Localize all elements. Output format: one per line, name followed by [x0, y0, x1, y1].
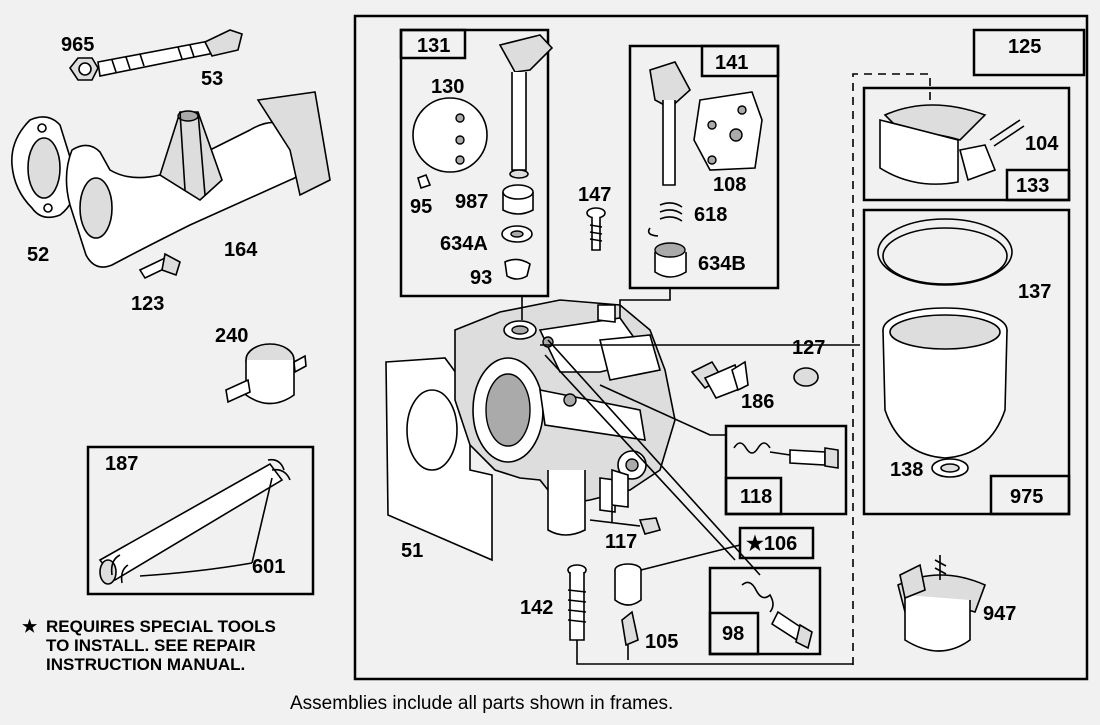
label-123: 123: [131, 293, 164, 315]
label-93: 93: [470, 267, 492, 289]
label-127: 127: [792, 337, 825, 359]
label-987: 987: [455, 191, 488, 213]
label-186: 186: [741, 391, 774, 413]
frame-label-133: 133: [1016, 175, 1049, 197]
frame-133: [862, 86, 1071, 202]
frame-133-tab: [1005, 168, 1071, 202]
frame-141-tab: [700, 44, 780, 78]
frame-187: [86, 445, 315, 596]
label-130: 130: [431, 76, 464, 98]
note-line-3: INSTRUCTION MANUAL.: [46, 655, 245, 674]
float-bowl-975: [877, 218, 1013, 478]
label-104: 104: [1025, 133, 1059, 155]
frame-125-tab: [972, 28, 1086, 77]
label-947: 947: [983, 603, 1016, 625]
nozzle-106: [614, 563, 642, 606]
label-240: 240: [215, 325, 248, 347]
label-142: 142: [520, 597, 553, 619]
label-137: 137: [1018, 281, 1051, 303]
frame-975: [862, 208, 1071, 516]
frame-118: [724, 424, 848, 516]
fuel-solenoid-947: [897, 555, 987, 652]
label-618: 618: [694, 204, 727, 226]
label-147: 147: [578, 184, 611, 206]
frame-106: [738, 526, 815, 560]
frame-label-187: 187: [105, 453, 138, 475]
screw-147: [586, 207, 606, 251]
frame-label-975: 975: [1010, 486, 1043, 508]
label-634A: 634A: [440, 233, 488, 255]
label-634B: 634B: [698, 253, 746, 275]
label-108: 108: [713, 174, 746, 196]
idle-screw-118: [733, 442, 839, 469]
label-117: 117: [605, 531, 637, 553]
frame-118-tab: [724, 476, 783, 516]
choke-shaft-141: [647, 61, 763, 278]
label-52: 52: [27, 244, 49, 266]
frame-975-tab: [989, 474, 1071, 516]
elbow-fitting-186: [690, 360, 749, 399]
frame-label-98: 98: [722, 623, 744, 645]
fuel-line-187: [98, 458, 291, 585]
frame-98-tab: [708, 611, 760, 656]
gasket-52: [11, 116, 77, 219]
main-jet-98: [741, 581, 813, 650]
fitting-965-53: [69, 29, 243, 81]
needle-seat-105: [621, 610, 639, 660]
label-95: 95: [410, 196, 432, 218]
label-53: 53: [201, 68, 223, 90]
label-965: 965: [61, 34, 94, 56]
note-star: ★: [22, 617, 38, 636]
note-line-2: TO INSTALL. SEE REPAIR: [46, 636, 256, 655]
carburetor-body: [385, 299, 676, 562]
label-164: 164: [224, 239, 258, 261]
label-51: 51: [401, 540, 423, 562]
float-133: [879, 104, 1025, 185]
main-assembly-frame: [353, 14, 1089, 681]
caption: Assemblies include all parts shown in fr…: [290, 693, 673, 714]
needle-142: [567, 564, 587, 641]
note-line-1: REQUIRES SPECIAL TOOLS: [46, 617, 276, 636]
frame-label-106: ★106: [746, 533, 797, 555]
throttle-shaft-131: [412, 34, 554, 280]
leader-lines: [521, 288, 860, 665]
label-601: 601: [252, 556, 285, 578]
frame-98: [708, 566, 822, 656]
washer-127: [793, 367, 819, 387]
jet-117: [638, 517, 662, 535]
frame-label-125: 125: [1008, 36, 1041, 58]
label-138: 138: [890, 459, 923, 481]
frame-131: [399, 28, 550, 298]
fuel-filter-240: [225, 343, 307, 405]
frame-131-tab: [399, 28, 467, 60]
label-105: 105: [645, 631, 678, 653]
frame-label-131: 131: [417, 35, 450, 57]
screw-123: [138, 252, 181, 280]
frame-label-118: 118: [740, 486, 772, 508]
frame-label-141: 141: [715, 52, 748, 74]
intake-elbow-164: [65, 91, 331, 268]
leader-125: [852, 73, 931, 665]
